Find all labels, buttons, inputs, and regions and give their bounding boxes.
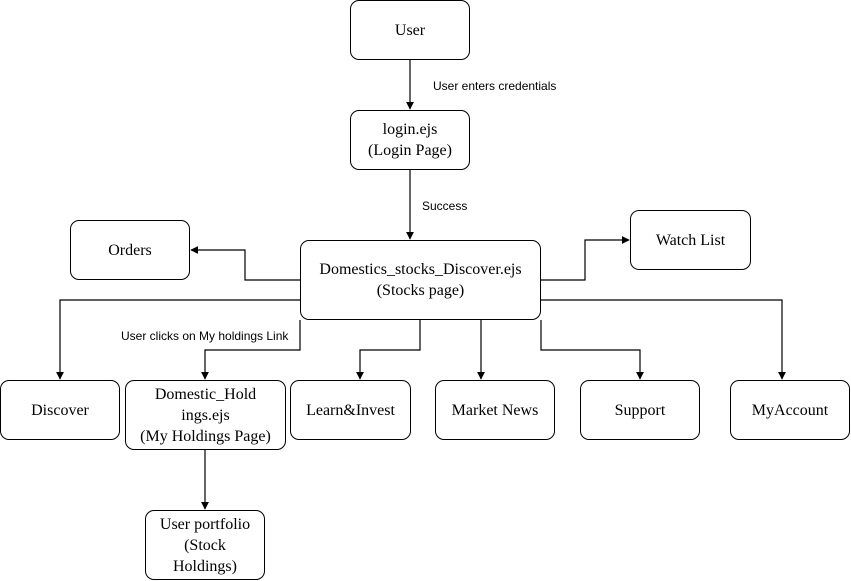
node-stocks-page: Domestics_stocks_Discover.ejs (Stocks pa… (300, 240, 541, 320)
node-market-news: Market News (435, 380, 555, 440)
node-user: User (350, 0, 470, 60)
edge-stocks-to-learn (356, 320, 421, 380)
node-user-portfolio: User portfolio (Stock Holdings) (145, 510, 265, 580)
edge-stocks-to-account (541, 299, 786, 380)
edge-stocks-to-support (540, 320, 644, 380)
edge-label-success: Success (422, 199, 468, 213)
node-orders: Orders (70, 220, 190, 280)
edge-stocks-to-orders (190, 246, 300, 281)
node-login: login.ejs (Login Page) (350, 110, 470, 170)
edge-stocks-to-discover (56, 299, 300, 380)
edge-stocks-to-holdings (201, 320, 301, 380)
node-holdings: Domestic_Hold ings.ejs (My Holdings Page… (125, 380, 286, 450)
node-my-account: MyAccount (730, 380, 850, 440)
edge-label-holdings-link: User clicks on My holdings Link (121, 329, 289, 343)
edge-label-credentials: User enters credentials (433, 79, 557, 93)
node-watch-list: Watch List (630, 210, 751, 270)
node-learn-invest: Learn&Invest (290, 380, 411, 440)
edge-stocks-to-watchlist (541, 236, 630, 281)
node-discover: Discover (0, 380, 120, 440)
node-support: Support (580, 380, 700, 440)
